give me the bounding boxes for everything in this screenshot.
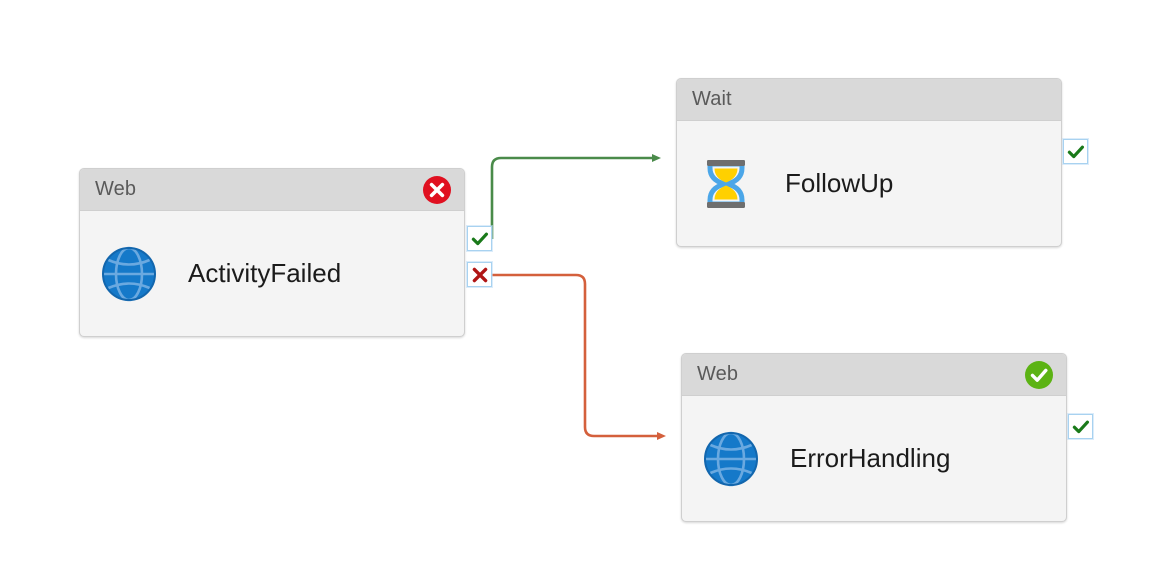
node-activity-failed[interactable]: Web [79,168,465,337]
node-type-title: Web [697,363,739,385]
connector-success-branch [490,154,661,239]
port-success-error-handling[interactable] [1068,414,1093,439]
check-icon [1067,145,1084,158]
port-error-activity-failed[interactable] [467,262,492,287]
node-type-title: Web [95,178,137,200]
node-activity-label: ErrorHandling [790,443,951,473]
error-circle-icon [422,175,452,205]
port-success-activity-failed[interactable] [467,226,492,251]
check-icon [471,232,488,245]
globe-icon [100,245,158,303]
node-body: ErrorHandling [682,396,1066,521]
connector-error-branch [492,273,666,440]
node-header: Web [682,354,1066,396]
node-header: Wait [677,79,1061,121]
node-error-handling[interactable]: Web [681,353,1067,522]
node-activity-label: ActivityFailed [188,258,342,288]
node-type-title: Wait [692,88,732,110]
check-icon [1072,420,1089,433]
node-follow-up[interactable]: Wait FollowUp [676,78,1062,247]
success-circle-icon [1024,360,1054,390]
port-success-follow-up[interactable] [1063,139,1088,164]
cross-icon [472,267,487,282]
node-body: ActivityFailed [80,211,464,336]
hourglass-icon [697,155,755,213]
globe-icon [702,430,760,488]
node-body: FollowUp [677,121,1061,246]
node-activity-label: FollowUp [785,168,894,198]
node-header: Web [80,169,464,211]
